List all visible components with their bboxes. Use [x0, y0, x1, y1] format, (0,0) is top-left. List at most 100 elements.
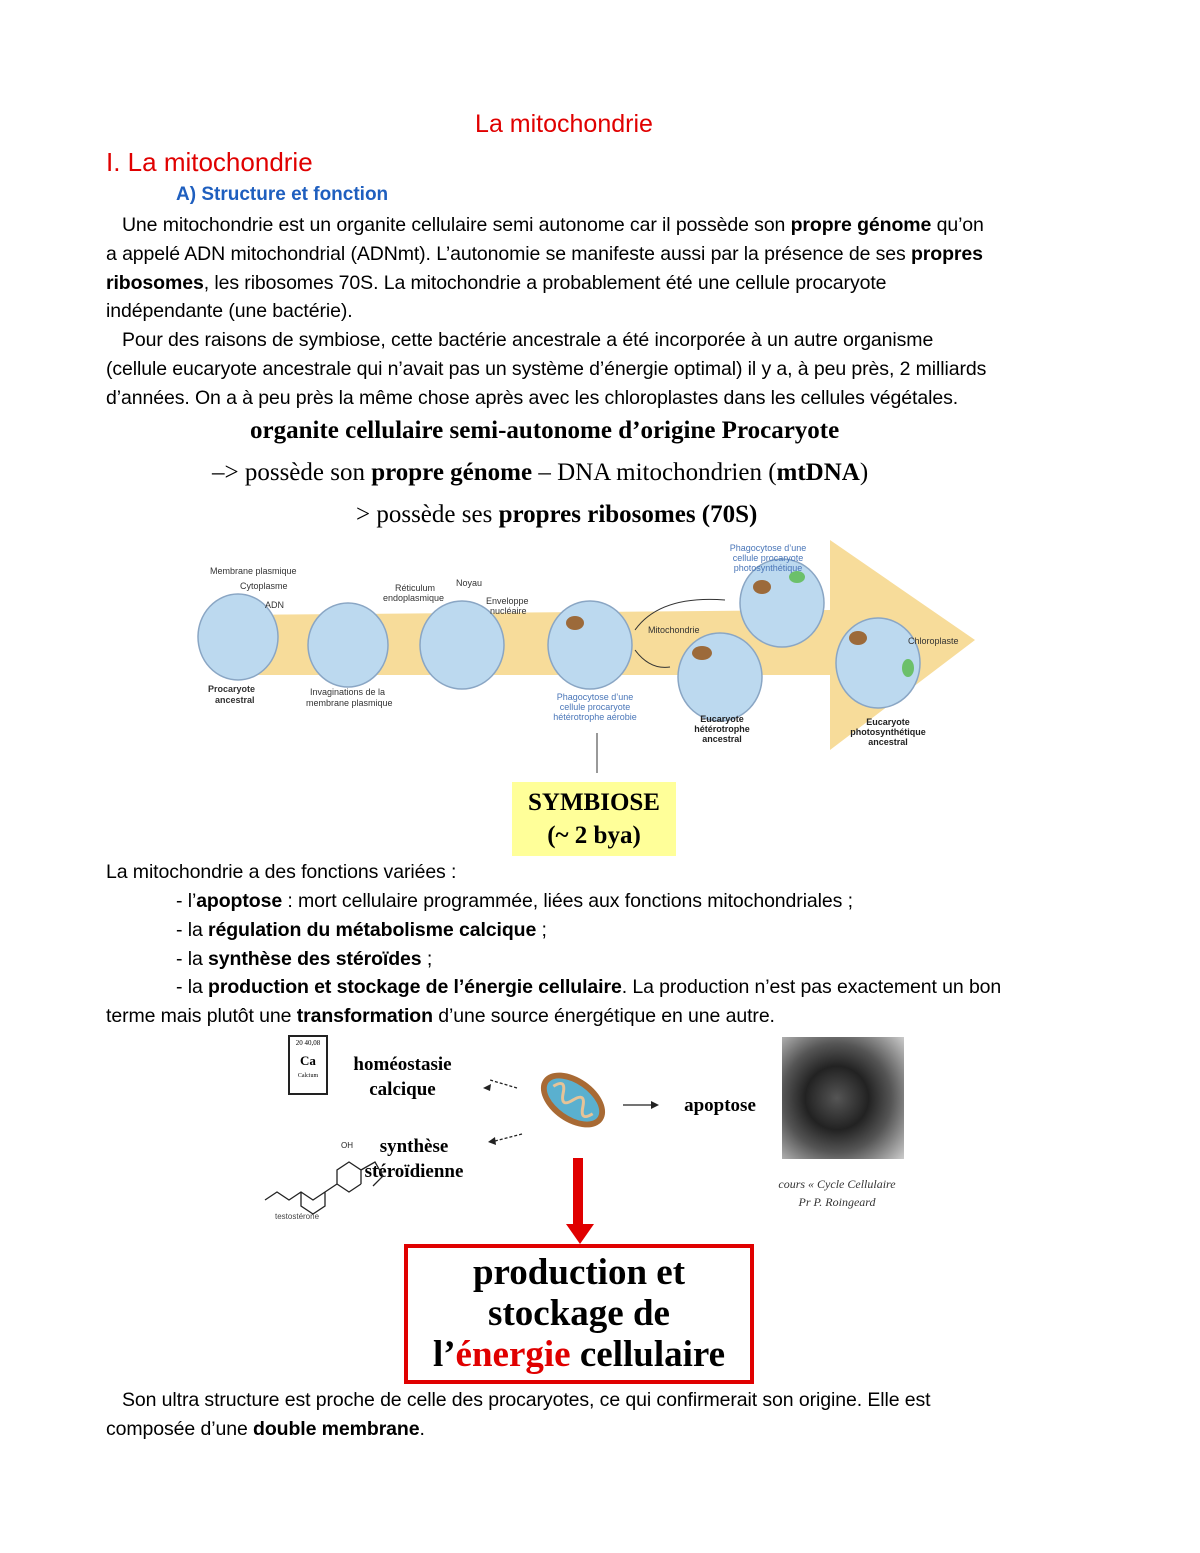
- text: composée d’une: [106, 1417, 254, 1440]
- text: - l’: [176, 890, 197, 912]
- label-nucleaire: nucléaire: [490, 606, 527, 616]
- calcium-name: Calcium: [297, 1073, 319, 1079]
- label-phagocytose: hétérotrophe aérobie: [553, 712, 637, 722]
- text: Une mitochondrie est un organite cellula…: [106, 214, 791, 236]
- bold-text: transformation: [296, 1005, 433, 1027]
- bold-text: propre génome: [790, 214, 932, 236]
- bold-text: propres: [911, 242, 983, 265]
- text-line: ribosomes, les ribosomes 70S. La mitocho…: [106, 269, 986, 298]
- label-photosynthetique: photosynthétique: [850, 727, 926, 737]
- text-line: - la régulation du métabolisme calcique …: [176, 916, 1001, 945]
- functions-list: - l’apoptose : mort cellulaire programmé…: [176, 887, 1001, 1002]
- text: indépendante (une bactérie).: [106, 300, 353, 323]
- text: > possède ses: [356, 501, 499, 528]
- text: cours « Cycle Cellulaire: [778, 1177, 896, 1191]
- cell-nucleus: [419, 600, 505, 690]
- bold-text: production et stockage de l’énergie cell…: [208, 976, 622, 999]
- calcium-element-box: 20 40,08 Ca Calcium: [288, 1035, 328, 1095]
- calcium-symbol: Ca: [300, 1053, 316, 1068]
- text: .: [419, 1417, 425, 1440]
- text-line: indépendante (une bactérie).: [106, 297, 986, 326]
- label-invaginations: Invaginations de la: [310, 687, 385, 697]
- text-bold: propres ribosomes (70S): [498, 501, 758, 528]
- functions-intro: La mitochondrie a des fonctions variées …: [106, 861, 457, 883]
- label-chloroplaste: Chloroplaste: [908, 636, 959, 646]
- homeostasie-label: homéostasie calcique: [340, 1052, 465, 1102]
- label-eucaryote: Eucaryote: [700, 714, 744, 724]
- text: l’: [432, 1334, 456, 1375]
- label-ancestral: ancestral: [702, 734, 742, 744]
- text: Pour des raisons de symbiose, cette bact…: [106, 329, 934, 352]
- label-membrane-plasmique: membrane plasmique: [306, 698, 393, 708]
- text-line: composée d’une double membrane.: [106, 1415, 930, 1444]
- text: - la: [176, 976, 209, 999]
- figure1-caption-line1: organite cellulaire semi-autonome d’orig…: [250, 417, 840, 444]
- symbiose-date: (~ 2 bya): [547, 822, 641, 849]
- label-phagocytose: cellule procaryote: [560, 702, 631, 712]
- mitochondria-icon: [540, 1072, 606, 1128]
- endosymbiosis-diagram: Membrane plasmique Cytoplasme ADN Procar…: [197, 540, 975, 773]
- calcium-numbers: 20 40,08: [295, 1039, 321, 1047]
- symbiose-label: SYMBIOSE: [528, 789, 660, 816]
- text-line: d’années. On a à peu près la même chose …: [106, 384, 986, 413]
- text-line: - la synthèse des stéroïdes ;: [176, 945, 1001, 974]
- apoptosis-micrograph: [782, 1037, 904, 1159]
- label-endoplasmique: endoplasmique: [383, 593, 444, 603]
- oh-label: OH: [341, 1141, 353, 1150]
- label-noyau: Noyau: [456, 578, 482, 588]
- image-credit: cours « Cycle Cellulaire Pr P. Roingeard: [752, 1175, 922, 1211]
- figure1-caption-line2: –> possède son propre génome – DNA mitoc…: [212, 459, 868, 487]
- text: qu’on: [931, 214, 984, 236]
- text-line: Pour des raisons de symbiose, cette bact…: [106, 326, 986, 355]
- bold-text: régulation du métabolisme calcique: [208, 918, 537, 941]
- energy-production-box: production et stockage de l’énergie cell…: [404, 1244, 754, 1384]
- bold-text: double membrane: [253, 1417, 420, 1440]
- paragraph-ultrastructure: Son ultra structure est proche de celle …: [106, 1386, 931, 1444]
- text: : mort cellulaire programmée, liées aux …: [282, 890, 853, 912]
- cell-eucaryote-heterotroph: [677, 632, 763, 722]
- label-membrane: Membrane plasmique: [210, 566, 297, 576]
- bold-text: apoptose: [196, 890, 283, 912]
- bold-text: ribosomes: [106, 271, 204, 294]
- text: calcique: [369, 1079, 436, 1100]
- bold-text: synthèse des stéroïdes: [208, 947, 422, 970]
- text: –> possède son: [212, 459, 372, 486]
- text: . La production n’est pas exactement un …: [621, 976, 1002, 999]
- symbiose-box: SYMBIOSE (~ 2 bya): [512, 782, 676, 856]
- text-line: Son ultra structure est proche de celle …: [106, 1386, 931, 1415]
- text: cellulaire: [570, 1334, 726, 1375]
- text: - la: [176, 918, 209, 941]
- text: production et: [472, 1252, 686, 1293]
- document-title: La mitochondrie: [475, 110, 653, 138]
- text: d’années. On a à peu près la même chose …: [106, 386, 959, 409]
- label-procaryote: Procaryote: [208, 684, 255, 694]
- text: stockage de: [488, 1293, 670, 1334]
- text: terme mais plutôt une: [106, 1005, 297, 1027]
- red-arrow-shaft: [573, 1158, 583, 1225]
- label-ancestral: ancestral: [868, 737, 908, 747]
- text-energie: énergie: [455, 1334, 571, 1375]
- text: , les ribosomes 70S. La mitochondrie a p…: [203, 271, 887, 294]
- label-mitochondrie: Mitochondrie: [648, 625, 700, 635]
- label-adn: ADN: [265, 600, 284, 610]
- cell-phagocytosis: [547, 600, 633, 690]
- label-enveloppe: Enveloppe: [486, 596, 529, 606]
- testosterone-structure: [264, 1161, 384, 1215]
- label-heterotrophe: hétérotrophe: [694, 724, 750, 734]
- label-phagocytose-photo: Phagocytose d’une: [730, 543, 807, 553]
- functions-list-continued: terme mais plutôt une transformation d’u…: [106, 1002, 775, 1031]
- label-phagocytose: Phagocytose d’une: [557, 692, 634, 702]
- text-line: a appelé ADN mitochondrial (ADNmt). L’au…: [106, 240, 986, 269]
- label-eucaryote: Eucaryote: [866, 717, 910, 727]
- text: homéostasie: [353, 1054, 452, 1075]
- text: ): [859, 459, 869, 486]
- paragraph-structure: Une mitochondrie est un organite cellula…: [106, 211, 986, 413]
- section-heading: I. La mitochondrie: [106, 147, 313, 177]
- text: a appelé ADN mitochondrial (ADNmt). L’au…: [106, 242, 911, 265]
- text: Pr P. Roingeard: [798, 1195, 876, 1209]
- apoptose-label: apoptose: [684, 1095, 756, 1116]
- text: Son ultra structure est proche de celle …: [106, 1389, 931, 1411]
- text-line: - la production et stockage de l’énergie…: [176, 973, 1001, 1002]
